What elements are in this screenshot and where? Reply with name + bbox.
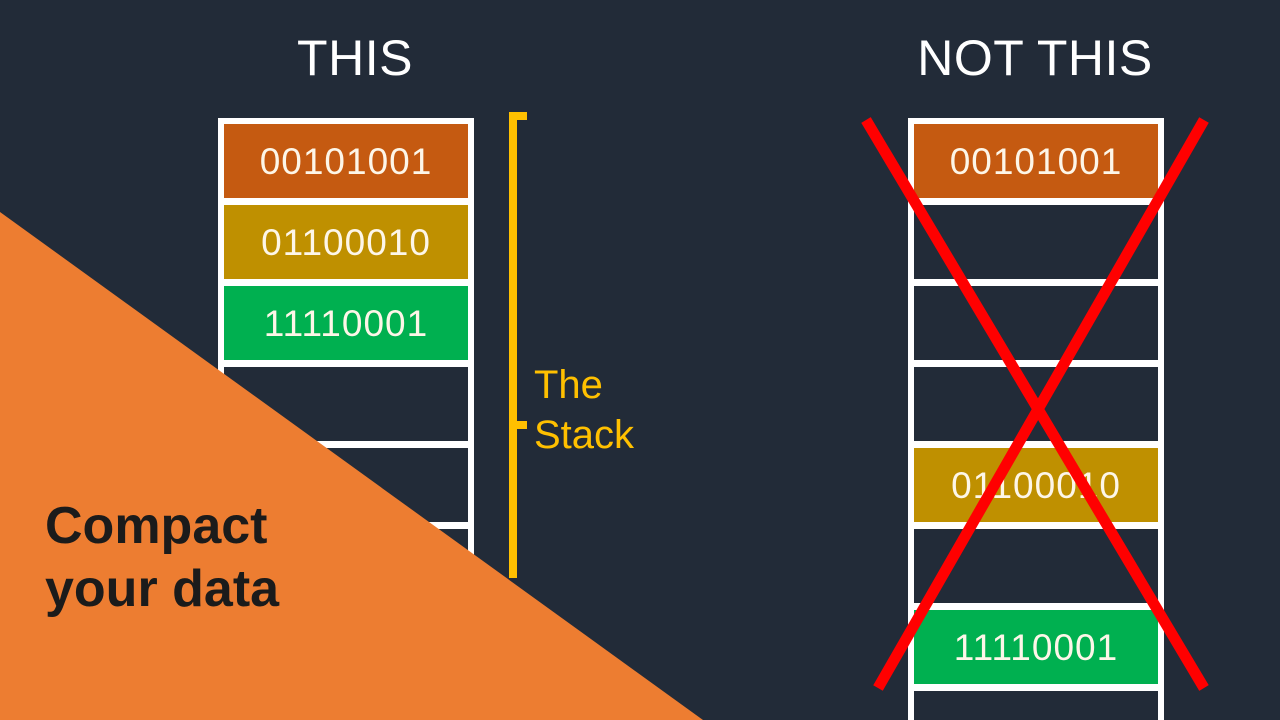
stack-row-filled: 00101001 <box>224 124 468 198</box>
stack-row-value: 00101001 <box>259 140 433 182</box>
stack-row-value: 01100010 <box>951 464 1121 506</box>
stack-row-empty <box>224 691 468 720</box>
stack-row-empty <box>914 529 1158 603</box>
banner-line1: Compact <box>45 497 268 555</box>
stack-row-value: 00101001 <box>949 140 1123 182</box>
heading-this: THIS <box>297 30 413 86</box>
stack-row-filled: 11110001 <box>914 610 1158 684</box>
stack-row-value: 11110001 <box>263 302 429 344</box>
stack-row-filled: 01100010 <box>224 205 468 279</box>
stack-row-empty <box>224 367 468 441</box>
stack-bracket <box>509 112 527 578</box>
stack-row-filled: 11110001 <box>224 286 468 360</box>
stack-row-empty <box>914 286 1158 360</box>
stack-bracket-label: The Stack <box>534 360 694 460</box>
stack-row-value: 01100010 <box>261 221 431 263</box>
banner-line2: your data <box>45 560 280 619</box>
stack-row-empty <box>914 691 1158 720</box>
compact-stack: 00101001 01100010 11110001 <box>218 118 474 720</box>
stack-row-empty <box>914 367 1158 441</box>
bracket-label-line1: The <box>534 363 603 407</box>
banner-headline: Compact your data <box>45 495 465 622</box>
stack-row-value: 11110001 <box>953 626 1119 668</box>
heading-not-this: NOT THIS <box>917 30 1153 86</box>
fragmented-stack: 00101001 01100010 11110001 <box>908 118 1164 720</box>
bracket-label-line2: Stack <box>534 413 635 457</box>
stack-row-filled: 00101001 <box>914 124 1158 198</box>
stack-row-filled: 01100010 <box>914 448 1158 522</box>
stack-row-empty <box>914 205 1158 279</box>
